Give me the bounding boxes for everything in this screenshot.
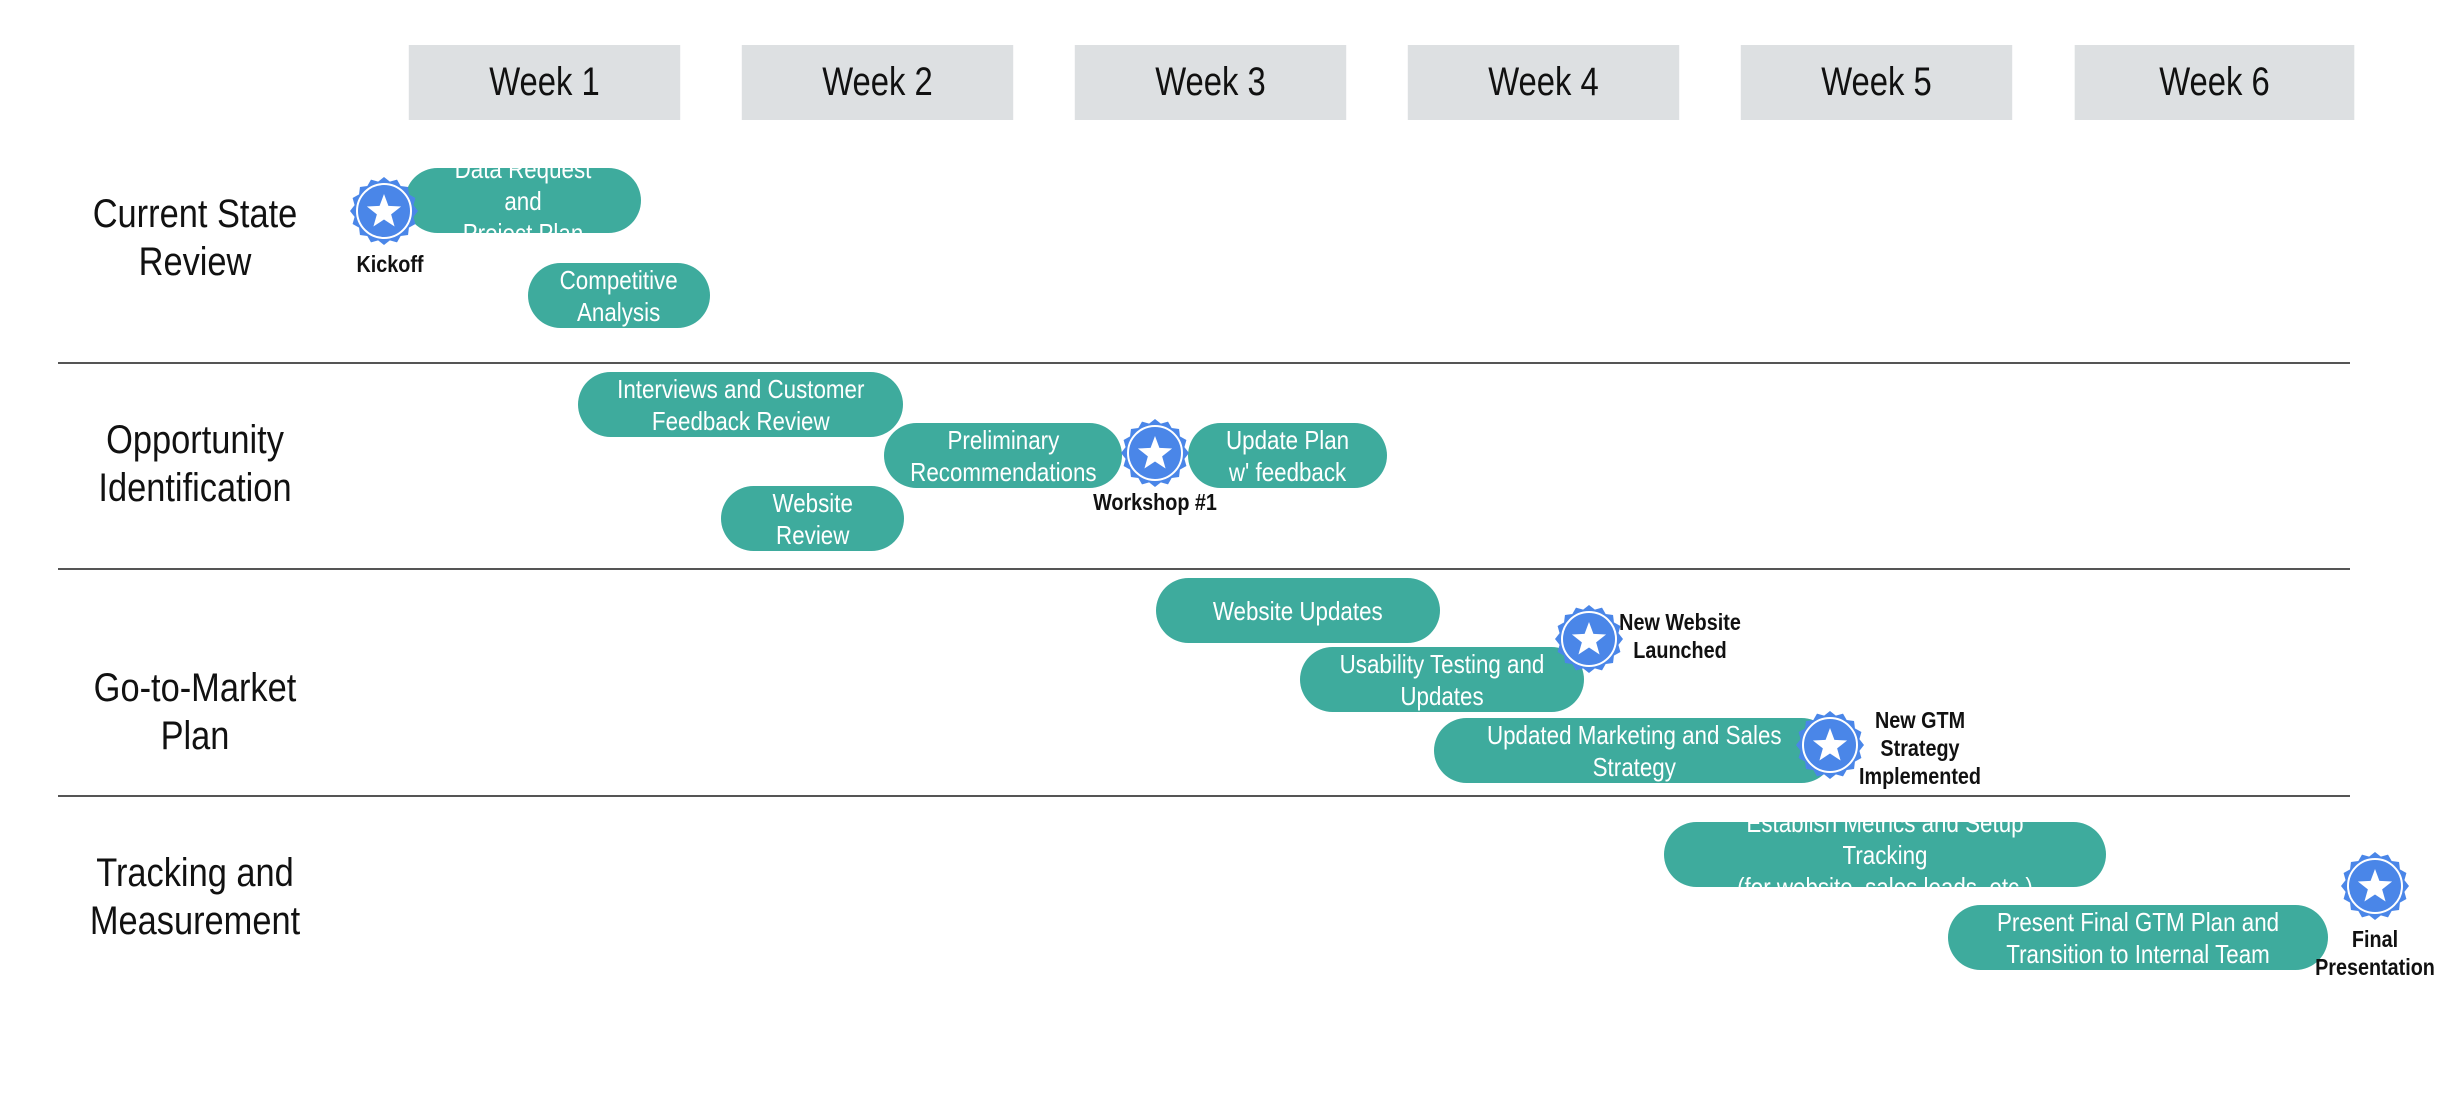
task-website-updates: Website Updates	[1156, 578, 1440, 643]
phase-divider	[58, 568, 2350, 570]
task-preliminary-recommendations: Preliminary Recommendations	[884, 423, 1122, 488]
task-updated-marketing-and-sales-strategy: Updated Marketing and Sales Strategy	[1434, 718, 1834, 783]
week-header-6: Week 6	[2074, 45, 2355, 120]
phase-label-tracking-and-measurement: Tracking and Measurement	[89, 851, 301, 943]
task-usability-testing-and-updates: Usability Testing and Updates	[1300, 647, 1584, 712]
task-establish-metrics-and-setup-tracking: Establish Metrics and Setup Tracking (fo…	[1664, 822, 2106, 887]
star-badge-icon	[2340, 851, 2410, 921]
week-header-5: Week 5	[1740, 45, 2013, 120]
milestone-label-kickoff: Kickoff	[356, 251, 424, 277]
phase-label-opportunity-identification: Opportunity Identification	[98, 418, 292, 510]
task-update-plan-w-feedback: Update Plan w' feedback	[1188, 423, 1387, 488]
week-header-1: Week 1	[408, 45, 681, 120]
phase-label-go-to-market-plan: Go-to-Market Plan	[93, 666, 297, 758]
task-interviews-and-customer-feedback-review: Interviews and Customer Feedback Review	[578, 372, 903, 437]
task-competitive-analysis: Competitive Analysis	[528, 263, 710, 328]
star-badge-icon	[1554, 604, 1624, 674]
milestone-label-new-gtm-strategy-implemented: New GTM Strategy Implemented	[1858, 707, 1982, 789]
task-data-request-and-project-plan: Data Request and Project Plan	[405, 168, 641, 233]
week-header-2: Week 2	[741, 45, 1014, 120]
milestone-label-workshop-1: Workshop #1	[1093, 489, 1217, 515]
task-present-final-gtm-plan: Present Final GTM Plan and Transition to…	[1948, 905, 2328, 970]
milestone-label-final-presentation: Final Presentation	[2315, 926, 2435, 980]
phase-label-current-state-review: Current State Review	[92, 192, 298, 284]
star-badge-icon	[1120, 418, 1190, 488]
week-header-3: Week 3	[1074, 45, 1347, 120]
phase-divider	[58, 795, 2350, 797]
task-website-review: Website Review	[721, 486, 904, 551]
star-badge-icon	[1795, 710, 1865, 780]
phase-divider	[58, 362, 2350, 364]
week-header-4: Week 4	[1407, 45, 1680, 120]
milestone-label-new-website-launched: New Website Launched	[1619, 609, 1741, 663]
star-badge-icon	[349, 176, 419, 246]
